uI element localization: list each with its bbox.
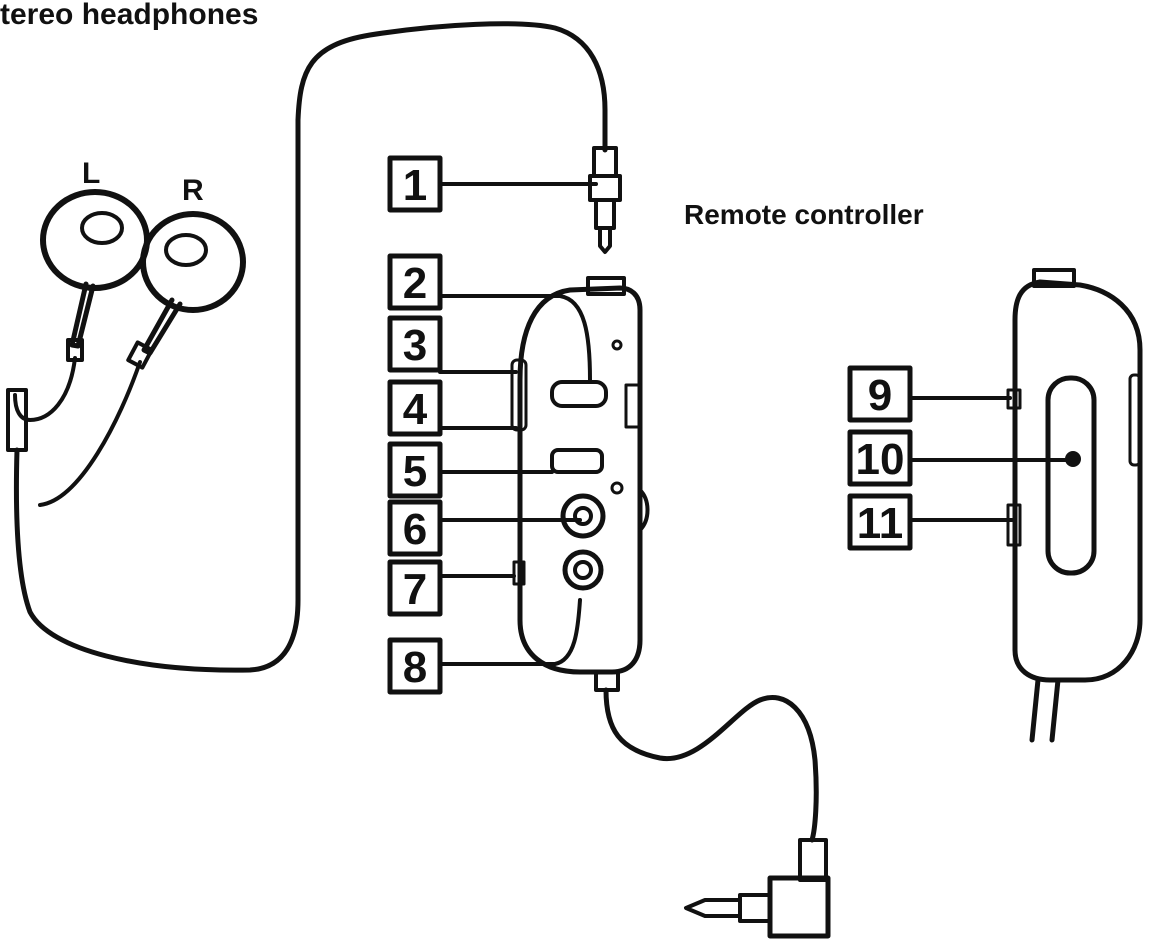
right-earbud	[126, 211, 246, 370]
left-earbud-label: L	[82, 157, 100, 190]
forward-button-icon	[560, 493, 606, 539]
play-button-icon	[550, 380, 608, 408]
headphone-plug	[588, 146, 622, 254]
remote-title: Remote controller	[684, 199, 924, 230]
stereo-headphones	[6, 21, 608, 673]
rewind-button-icon	[562, 549, 604, 591]
headphones-title: tereo headphones	[0, 0, 258, 31]
callout-5: 5	[387, 441, 443, 499]
angled-plug	[684, 838, 831, 939]
callout-2: 2	[387, 253, 443, 311]
svg-text:11: 11	[857, 499, 904, 548]
right-earbud-label: R	[182, 174, 204, 207]
svg-text:7: 7	[403, 565, 427, 614]
svg-text:2: 2	[403, 259, 427, 308]
svg-text:9: 9	[868, 371, 892, 420]
svg-text:10: 10	[856, 435, 905, 484]
svg-text:5: 5	[403, 447, 427, 496]
stop-button-icon	[550, 448, 604, 474]
svg-text:3: 3	[403, 321, 427, 370]
callout-8: 8	[387, 637, 443, 695]
svg-text:1: 1	[403, 161, 427, 210]
callout-3: 3	[387, 315, 443, 373]
svg-text:4: 4	[403, 385, 428, 434]
callout-10: 10	[847, 429, 913, 487]
callout-6: 6	[387, 499, 443, 557]
callout-9: 9	[847, 365, 913, 423]
remote-front	[510, 276, 650, 692]
callout-7: 7	[387, 559, 443, 617]
svg-text:8: 8	[403, 643, 427, 692]
left-earbud	[40, 189, 150, 362]
remote-side	[1006, 268, 1143, 743]
clip-rivet-icon	[1065, 451, 1081, 467]
callout-1: 1	[387, 155, 443, 213]
callout-4: 4	[387, 379, 443, 437]
svg-text:6: 6	[403, 505, 427, 554]
leader-lines	[438, 182, 1072, 666]
callout-11: 11	[847, 493, 913, 551]
